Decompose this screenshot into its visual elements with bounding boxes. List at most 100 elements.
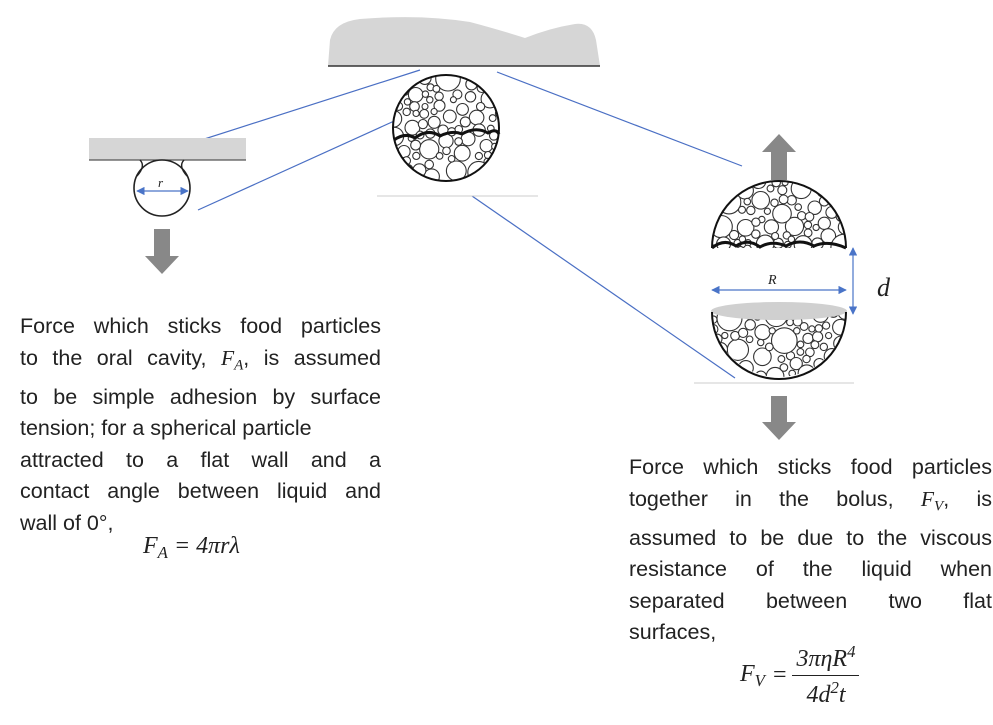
left-line-2: to the oral cavity, FA, is assumed bbox=[20, 343, 381, 382]
R-label: R bbox=[767, 273, 777, 288]
food-particle bbox=[779, 363, 789, 372]
down-arrow-left bbox=[145, 229, 179, 274]
food-particle bbox=[793, 327, 801, 335]
food-particle bbox=[768, 327, 776, 335]
viscous-equation: FV = 3πηR4 4d2t bbox=[740, 642, 860, 709]
food-particle bbox=[426, 96, 434, 104]
food-particle bbox=[796, 347, 805, 356]
FV-symbol: FV bbox=[921, 487, 944, 515]
food-particle bbox=[401, 163, 414, 177]
food-particle bbox=[430, 107, 438, 116]
food-particle bbox=[764, 342, 774, 352]
food-particle bbox=[808, 325, 816, 333]
eq-left-rhs: = 4πrλ bbox=[173, 533, 240, 559]
food-particle bbox=[817, 186, 828, 198]
food-particle bbox=[807, 200, 822, 215]
food-particle bbox=[771, 181, 781, 188]
food-particle bbox=[821, 321, 831, 330]
food-particle bbox=[736, 218, 755, 237]
food-particle bbox=[421, 102, 429, 111]
right-line-2: together in the bolus, FV, is bbox=[629, 484, 992, 523]
palate-surface bbox=[328, 17, 600, 66]
food-particle bbox=[449, 96, 457, 104]
food-particle bbox=[784, 216, 805, 237]
eq-right-fraction: 3πηR4 4d2t bbox=[792, 642, 860, 709]
food-particle bbox=[763, 219, 780, 235]
food-particle bbox=[454, 137, 463, 146]
food-particle bbox=[410, 139, 422, 151]
food-particle bbox=[419, 139, 440, 160]
food-particle bbox=[456, 102, 469, 116]
food-particle bbox=[737, 205, 747, 214]
food-particle bbox=[412, 109, 420, 118]
eq-den-main: 4d bbox=[806, 682, 831, 709]
food-particle bbox=[433, 99, 446, 112]
eq-denominator: 4d2t bbox=[802, 676, 849, 709]
radius-label: r bbox=[158, 175, 164, 190]
FV-sub: V bbox=[934, 498, 944, 514]
food-particle bbox=[421, 90, 430, 98]
food-particle bbox=[777, 355, 786, 363]
food-particle bbox=[770, 327, 798, 354]
food-particle bbox=[788, 369, 797, 377]
food-particle bbox=[799, 322, 809, 331]
food-particle bbox=[737, 327, 749, 339]
food-particle bbox=[412, 151, 421, 161]
eq-right-equals: = bbox=[772, 662, 787, 689]
eq-num-exp: 4 bbox=[847, 642, 856, 661]
food-particle bbox=[766, 184, 775, 193]
food-particle bbox=[743, 197, 752, 206]
adhesion-description: Force which sticks food particles to the… bbox=[20, 311, 381, 539]
food-particle bbox=[736, 245, 745, 248]
eq-numerator: 3πηR4 bbox=[792, 642, 860, 677]
food-particle bbox=[771, 231, 780, 241]
food-particle bbox=[419, 108, 430, 119]
d-label: d bbox=[877, 273, 891, 302]
food-particle bbox=[424, 159, 435, 170]
eq-left-sub: A bbox=[157, 543, 168, 563]
food-particle bbox=[751, 229, 761, 239]
eq-left-F: F bbox=[143, 533, 158, 559]
food-particle bbox=[742, 244, 752, 248]
food-particle bbox=[804, 211, 815, 222]
eq-right-lhs: FV bbox=[740, 661, 765, 691]
food-particle bbox=[447, 154, 456, 163]
food-particle bbox=[802, 354, 811, 364]
food-particle bbox=[819, 342, 829, 352]
food-particle bbox=[745, 335, 754, 344]
food-particle bbox=[824, 331, 833, 340]
food-particle bbox=[811, 331, 824, 343]
food-particle bbox=[746, 205, 756, 216]
food-particle bbox=[474, 151, 484, 161]
right-line-2-tail: , is bbox=[943, 486, 992, 511]
center-bolus bbox=[392, 74, 501, 182]
food-particle bbox=[397, 144, 411, 159]
food-particle bbox=[427, 115, 441, 129]
food-particle bbox=[803, 220, 813, 230]
food-particle bbox=[442, 146, 451, 156]
eq-den-tail: t bbox=[838, 682, 846, 709]
food-particle bbox=[417, 118, 429, 130]
left-line-6: contact angle between liquid and bbox=[20, 479, 381, 503]
right-line-6: surfaces, bbox=[629, 620, 717, 644]
food-particle bbox=[770, 198, 779, 208]
food-particle bbox=[751, 217, 761, 227]
food-particle bbox=[434, 91, 444, 102]
down-arrow-right bbox=[762, 396, 796, 440]
food-particle bbox=[721, 331, 729, 340]
right-line-1: Force which sticks food particles bbox=[629, 455, 992, 479]
eq-right-sub: V bbox=[754, 670, 765, 690]
left-line-5: attracted to a flat wall and a bbox=[20, 447, 381, 472]
food-particle bbox=[772, 203, 792, 224]
left-line-2-text: to the oral cavity, bbox=[20, 345, 207, 370]
food-particle bbox=[789, 356, 803, 371]
food-particle bbox=[459, 116, 471, 128]
FA-sub: A bbox=[234, 357, 244, 373]
food-particle bbox=[475, 101, 486, 112]
viscous-description: Force which sticks food particles togeth… bbox=[629, 452, 992, 649]
left-line-2-tail: , is assumed bbox=[243, 345, 381, 370]
eq-num-main: 3πηR bbox=[796, 646, 848, 673]
food-particle bbox=[467, 160, 491, 181]
right-line-3: assumed to be due to the viscous bbox=[629, 525, 992, 550]
food-particle bbox=[817, 216, 831, 230]
